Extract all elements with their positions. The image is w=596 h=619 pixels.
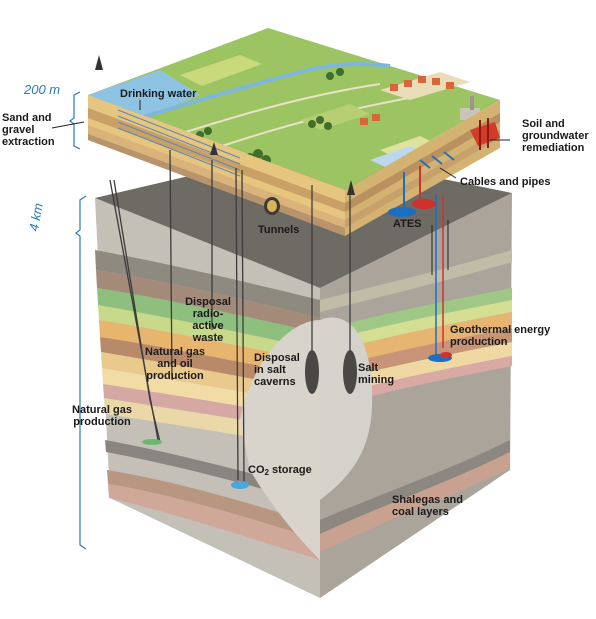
salt-dome-right xyxy=(320,317,373,500)
wells xyxy=(109,149,449,483)
leader-lines xyxy=(51,100,510,179)
scale-200m-label: 200 m xyxy=(24,82,61,97)
co2-reservoir xyxy=(231,481,249,489)
river xyxy=(139,62,391,120)
co2-subscript: 2 xyxy=(264,468,269,477)
derricks xyxy=(95,55,355,195)
shalegas-label: Shalegas and coal layers xyxy=(392,494,463,518)
salt-dome-front xyxy=(240,320,320,560)
ates-wells xyxy=(388,166,436,217)
ates-label: ATES xyxy=(393,218,422,230)
tunnels-label: Tunnels xyxy=(258,224,300,236)
salt-mining-label: Salt mining xyxy=(358,362,395,386)
disposal-radioactive-label: Disposal radio- active waste xyxy=(185,296,231,344)
co2-suffix: storage xyxy=(268,464,312,476)
tunnel xyxy=(264,197,280,215)
salt-cavern-mining xyxy=(343,350,357,394)
scale-brackets xyxy=(69,91,87,550)
geothermal-label: Geothermal energy production xyxy=(450,324,551,348)
drinking-water-label: Drinking water xyxy=(120,88,197,100)
sand-gravel-label: Sand and gravel extraction xyxy=(2,112,55,148)
soil-groundwater-label: Soil and groundwater remediation xyxy=(522,118,589,154)
cables-pipes-label: Cables and pipes xyxy=(460,176,551,188)
natural-gas-oil-label: Natural gas and oil production xyxy=(145,346,205,382)
co2-prefix: CO xyxy=(248,464,265,476)
natural-gas-label: Natural gas production xyxy=(72,404,132,428)
co2-storage-label: CO2 storage xyxy=(248,464,312,479)
disposal-salt-label: Disposal in salt caverns xyxy=(254,352,300,388)
salt-cavern-disposal xyxy=(305,350,319,394)
town xyxy=(360,72,470,125)
groundwater-hatch xyxy=(117,109,241,177)
cables-pipes xyxy=(419,151,455,169)
